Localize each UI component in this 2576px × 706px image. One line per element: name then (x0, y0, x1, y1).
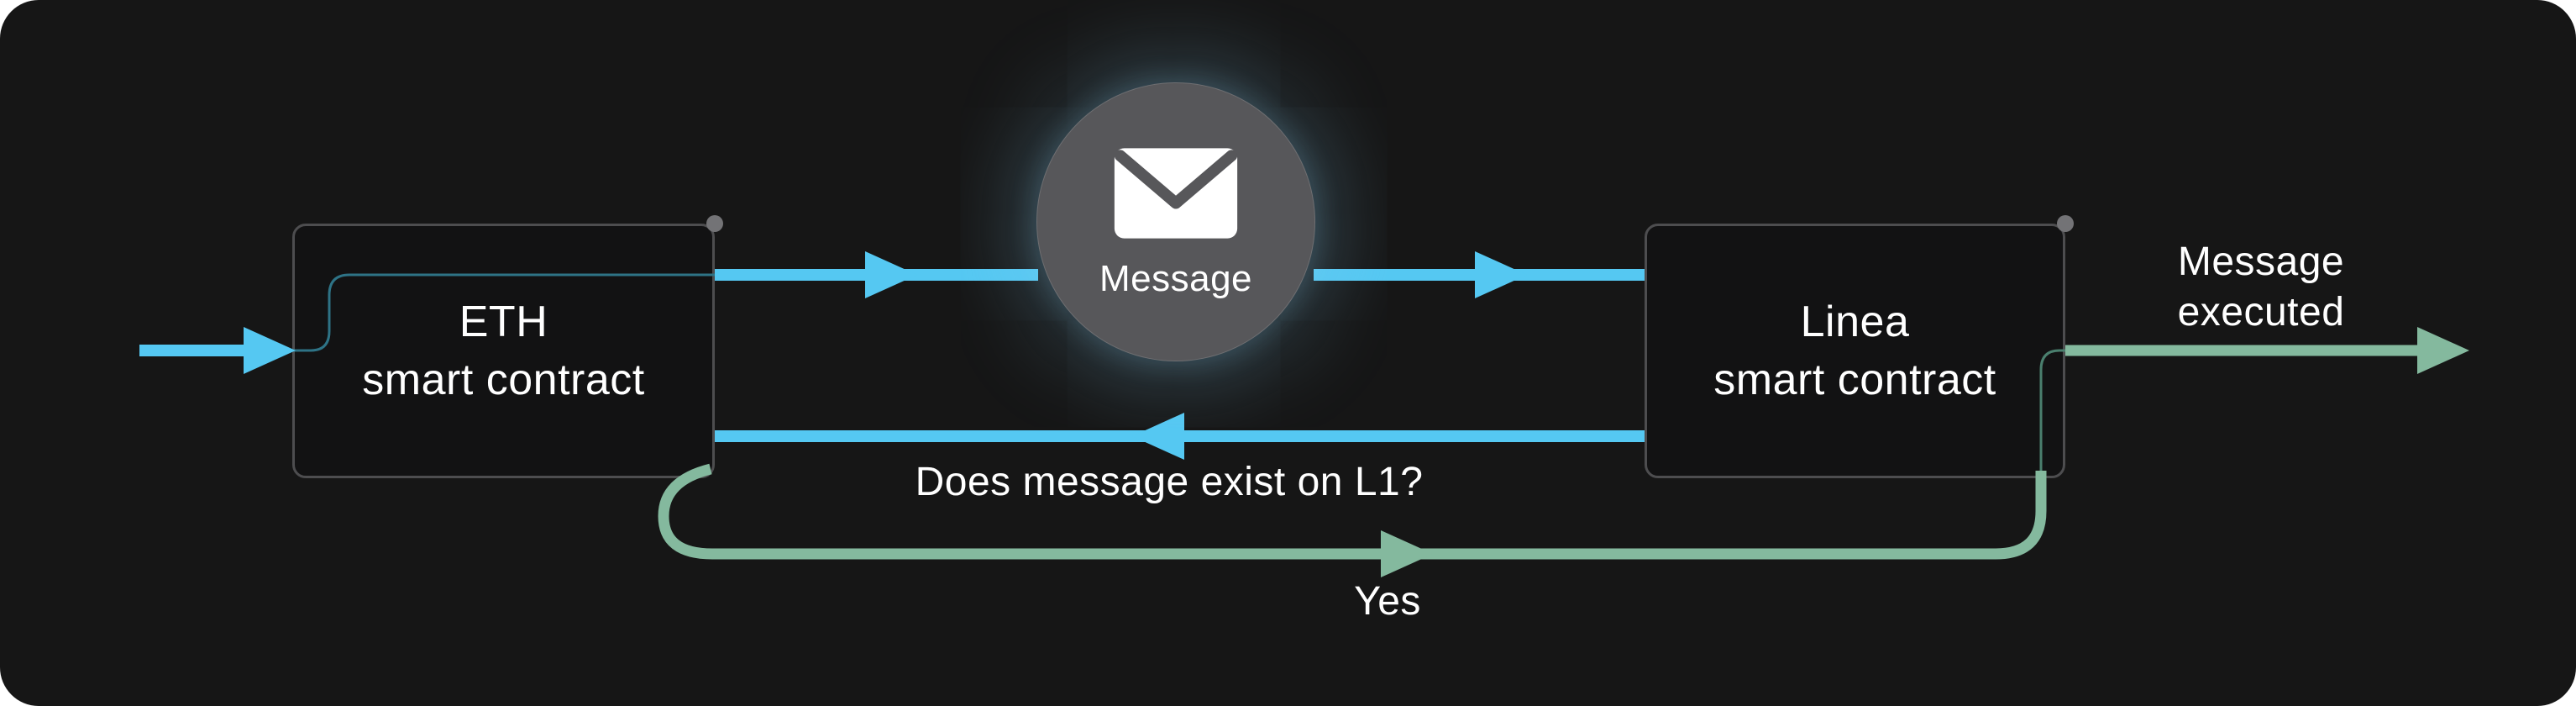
question-label: Does message exist on L1? (915, 460, 1424, 504)
message-to-l2-arrow (1314, 251, 1645, 298)
entry-arrow (139, 327, 296, 374)
linea-contract-node: Linea smart contract (1645, 224, 2065, 478)
eth-contract-label-line1: ETH (459, 297, 548, 346)
executed-label-line2: executed (2177, 290, 2345, 335)
executed-label-line1: Message (2177, 240, 2345, 284)
eth-contract-label-line2: smart contract (362, 355, 645, 404)
executed-label: Message executed (2059, 237, 2463, 339)
query-arrow (715, 413, 1645, 460)
message-node: Message (1036, 82, 1315, 361)
eth-contract-node: ETH smart contract (292, 224, 715, 478)
linea-contract-label-line1: Linea (1800, 297, 1910, 346)
message-node-label: Message (1099, 258, 1253, 299)
envelope-icon (1114, 148, 1238, 239)
l1-to-message-arrow (715, 251, 1038, 298)
yes-label: Yes (1354, 579, 1421, 624)
linea-contract-label-line2: smart contract (1713, 355, 1996, 404)
